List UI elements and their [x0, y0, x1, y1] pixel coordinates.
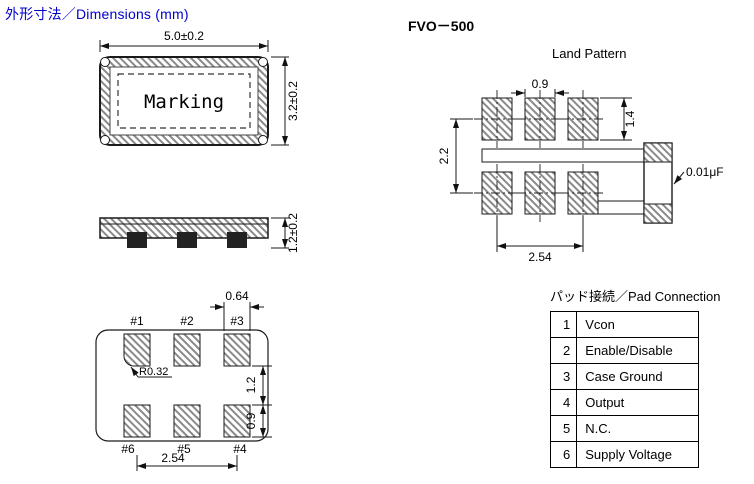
- side-view-height-dimension: 1.2±0.2: [271, 213, 300, 253]
- land-pattern-drawing: 0.9 1.4 2.2: [437, 77, 724, 264]
- top-view-drawing: 5.0±0.2 Marking 3.2±0.2: [99, 29, 300, 146]
- dim-thickness-label: 1.2±0.2: [286, 213, 300, 253]
- capacitor-terminal-bottom: [643, 203, 673, 224]
- table-row: 4 Output: [549, 389, 700, 416]
- land-col-span-dimension: 2.54: [496, 216, 584, 264]
- pad-number: 1: [549, 311, 578, 338]
- ground-trace: [481, 148, 645, 163]
- corner-castellation: [258, 57, 268, 67]
- capacitor-callout: 0.01μF: [673, 165, 724, 185]
- pad-function: Output: [576, 389, 700, 416]
- corner-castellation: [100, 57, 110, 67]
- land-pattern-title: Land Pattern: [552, 46, 627, 61]
- pad-function: Case Ground: [576, 363, 700, 390]
- dim-height-label: 3.2±0.2: [286, 81, 300, 121]
- pad-5: [173, 404, 201, 438]
- dim-width-label: 5.0±0.2: [164, 29, 204, 43]
- table-row: 1 Vcon: [549, 311, 700, 338]
- pad6-label: #6: [121, 442, 135, 456]
- side-pad: [127, 232, 147, 248]
- bottom-outline: [95, 329, 269, 442]
- corner-castellation: [258, 135, 268, 145]
- output-trace: [597, 200, 645, 215]
- table-row: 2 Enable/Disable: [549, 337, 700, 364]
- corner-radius-callout: R0.32: [130, 366, 172, 378]
- package-lid: [109, 66, 259, 136]
- capacitor-value-label: 0.01μF: [686, 165, 724, 179]
- pad-function: N.C.: [576, 415, 700, 442]
- dim-pad-height-label: 0.9: [244, 412, 258, 429]
- pad-function: Enable/Disable: [576, 337, 700, 364]
- pad5-label: #5: [177, 442, 191, 456]
- land-dim-width-label: 0.9: [532, 77, 549, 91]
- pad-number: 6: [549, 441, 578, 468]
- pad3-label: #3: [230, 314, 244, 328]
- side-pad: [177, 232, 197, 248]
- land-pads: [474, 90, 606, 222]
- pad-pitch-dimension: 2.54: [136, 451, 238, 471]
- pad-connection-section: パッド接続／Pad Connection 1 Vcon 2 Enable/Dis…: [549, 286, 721, 468]
- pad-function: Vcon: [576, 311, 700, 338]
- land-pad-height-dimension: 1.4: [600, 97, 637, 141]
- table-row: 3 Case Ground: [549, 363, 700, 390]
- pad-number: 5: [549, 415, 578, 442]
- land-dim-col-span-label: 2.54: [528, 250, 552, 264]
- pad-6: [123, 404, 151, 438]
- side-view-drawing: 1.2±0.2: [99, 213, 300, 253]
- pad-number: 3: [549, 363, 578, 390]
- table-row: 5 N.C.: [549, 415, 700, 442]
- pad-connection-table: 1 Vcon 2 Enable/Disable 3 Case Ground 4 …: [549, 311, 700, 468]
- dim-pitch-label: 2.54: [161, 451, 185, 465]
- pad-number: 2: [549, 337, 578, 364]
- table-row: 6 Supply Voltage: [549, 441, 700, 468]
- pad-2: [173, 333, 201, 367]
- corner-radius-label: R0.32: [139, 366, 168, 378]
- pad-3: [223, 333, 251, 367]
- land-dim-height-label: 1.4: [623, 110, 637, 127]
- pad-4: [223, 404, 251, 438]
- model-number: FVO－500: [408, 18, 475, 34]
- pad-1: [123, 333, 151, 367]
- top-view-width-dimension: 5.0±0.2: [99, 29, 269, 52]
- top-view-height-dimension: 3.2±0.2: [271, 56, 300, 146]
- dim-row-gap-label: 1.2: [244, 376, 258, 393]
- page-title: 外形寸法／Dimensions (mm): [5, 6, 189, 22]
- marking-area-outline: [117, 73, 251, 129]
- pad-number: 4: [549, 389, 578, 416]
- corner-castellation: [100, 135, 110, 145]
- bottom-view-drawing: 0.64 #1 #2 #3 R0.32: [95, 289, 272, 471]
- pad4-label: #4: [233, 442, 247, 456]
- pad2-label: #2: [180, 314, 194, 328]
- side-pad: [227, 232, 247, 248]
- pad1-label: #1: [130, 314, 144, 328]
- marking-label: Marking: [144, 91, 224, 113]
- land-dim-row-pitch-label: 2.2: [437, 147, 451, 164]
- land-pad-width-dimension: 0.9: [511, 77, 569, 97]
- dim-pad-width-label: 0.64: [225, 289, 249, 303]
- capacitor-terminal-top: [643, 142, 673, 163]
- pad-gap-dimension: 1.2 0.9: [244, 365, 272, 438]
- pad-width-dimension: 0.64: [210, 289, 264, 331]
- pad-function: Supply Voltage: [576, 441, 700, 468]
- pad-table-title: パッド接続／Pad Connection: [550, 289, 721, 304]
- land-row-pitch-dimension: 2.2: [437, 118, 473, 194]
